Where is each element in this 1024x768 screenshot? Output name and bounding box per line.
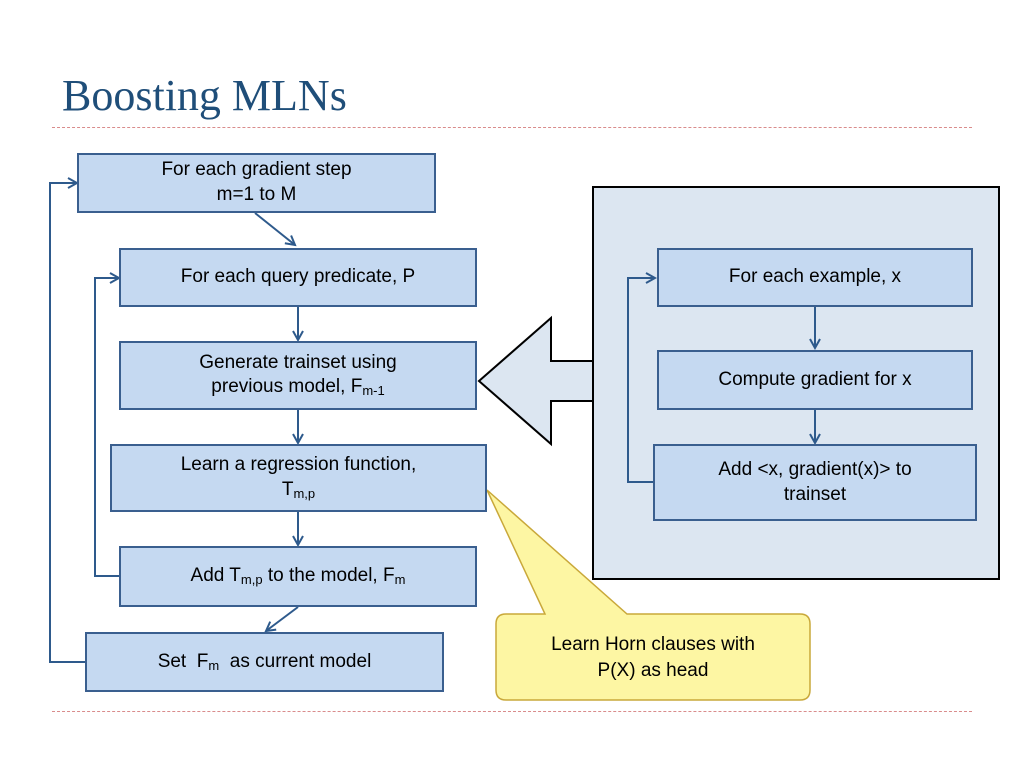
big-left-arrow	[477, 315, 594, 447]
set-current-sub: m	[208, 657, 220, 673]
query-predicate-label: For each query predicate, P	[180, 266, 416, 288]
generate-trainset-box: Generate trainset using previous model, …	[119, 341, 477, 410]
add-pair-line1: Add <x, gradient(x)> to	[718, 458, 912, 480]
add-to-model-middle: to the model, F	[262, 565, 395, 587]
learn-regression-line1: Learn a regression function,	[180, 454, 417, 476]
compute-gradient-label: Compute gradient for x	[718, 368, 912, 390]
add-pair-box: Add <x, gradient(x)> to trainset	[653, 444, 977, 521]
add-pair-line2: trainset	[783, 483, 847, 505]
set-current-model-box: Set Fm as current model	[85, 632, 444, 692]
generate-trainset-line2: previous model, Fm-1	[211, 375, 384, 400]
generate-trainset-prefix: previous model, F	[211, 376, 363, 398]
add-to-model-prefix: Add T	[190, 565, 241, 587]
callout-note: Learn Horn clauses with P(X) as head	[496, 618, 810, 698]
slide-title: Boosting MLNs	[62, 71, 347, 120]
add-to-model-label: Add Tm,p to the model, Fm	[191, 564, 406, 589]
loop-example	[627, 278, 655, 483]
loop-outer-gradient	[49, 183, 85, 663]
learn-regression-subscript: m,p	[293, 485, 316, 501]
loop-inner-predicate	[94, 278, 119, 577]
for-each-example-label: For each example, x	[728, 266, 902, 288]
generate-trainset-line1: Generate trainset using	[199, 351, 397, 373]
arrow-step-to-predicate	[254, 212, 295, 245]
learn-regression-base: T	[281, 478, 294, 500]
top-divider	[52, 127, 972, 128]
for-each-example-box: For each example, x	[657, 248, 973, 307]
callout-line2: P(X) as head	[597, 660, 709, 681]
learn-regression-box: Learn a regression function, Tm,p	[110, 444, 487, 512]
add-to-model-sub1: m,p	[240, 572, 263, 588]
set-current-suffix: as current model	[219, 650, 372, 672]
add-to-model-box: Add Tm,p to the model, Fm	[119, 546, 477, 607]
compute-gradient-box: Compute gradient for x	[657, 350, 973, 410]
query-predicate-box: For each query predicate, P	[119, 248, 477, 307]
add-to-model-sub2: m	[394, 572, 406, 588]
gradient-step-line1: For each gradient step	[161, 159, 352, 181]
arrow-add-to-set	[266, 606, 299, 631]
gradient-step-box: For each gradient step m=1 to M	[77, 153, 436, 213]
gradient-step-line2: m=1 to M	[216, 184, 297, 205]
bottom-divider	[52, 711, 972, 712]
learn-regression-line2: Tm,p	[282, 478, 315, 503]
callout-line1: Learn Horn clauses with	[551, 634, 755, 656]
generate-trainset-subscript: m-1	[362, 383, 385, 399]
set-current-label: Set Fm as current model	[158, 650, 372, 675]
set-current-prefix: Set F	[157, 650, 209, 672]
callout-bubble	[486, 489, 811, 701]
